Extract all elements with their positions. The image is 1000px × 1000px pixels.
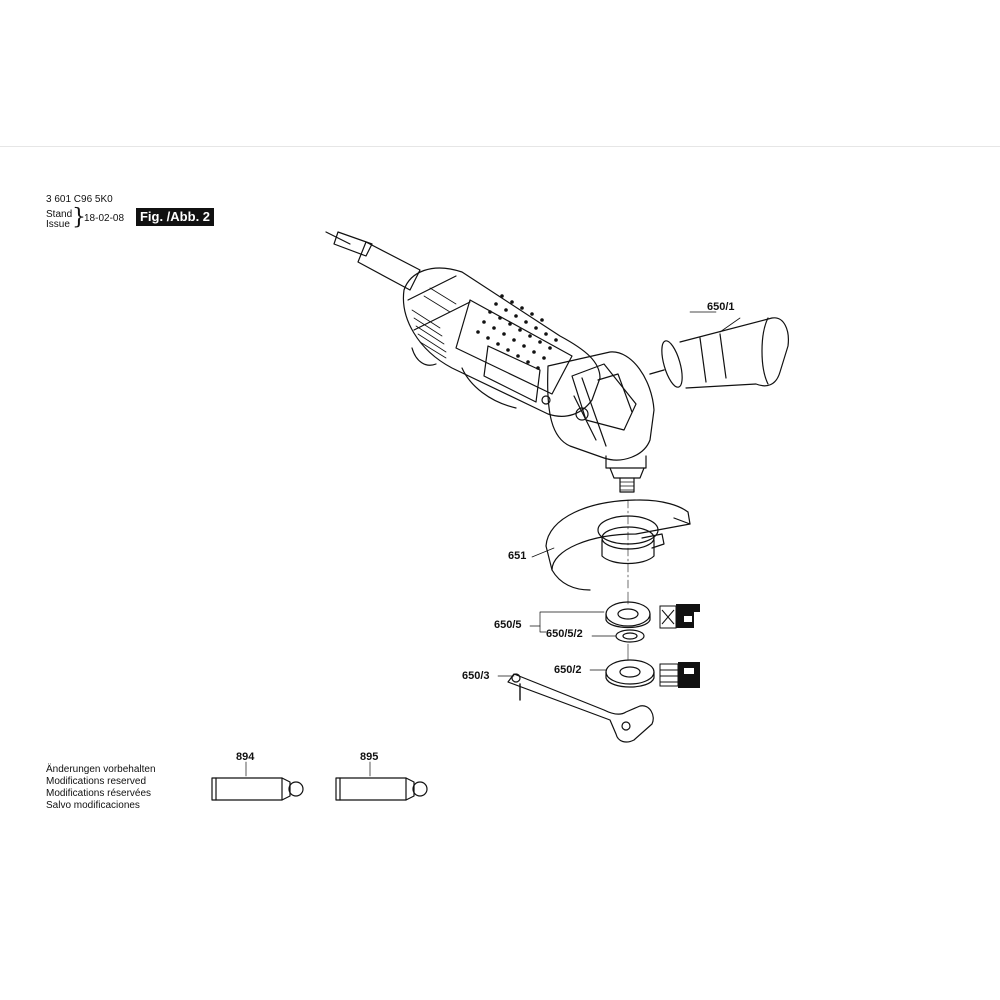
tool-symbol-icon xyxy=(659,662,700,688)
two-pin-spanner-icon xyxy=(507,673,654,743)
callout-650-2: 650/2 xyxy=(554,664,582,676)
top-separator xyxy=(0,146,1000,147)
clamping-nut-icon xyxy=(605,659,655,688)
issue-label: Issue xyxy=(46,219,70,230)
callout-650-1: 650/1 xyxy=(707,301,735,313)
grease-tube-icon xyxy=(211,761,304,801)
notice-line-en: Modifications reserved xyxy=(46,776,147,787)
wheel-guard-icon xyxy=(545,499,691,591)
callout-894: 894 xyxy=(236,751,255,763)
callout-650-5: 650/5 xyxy=(494,619,522,631)
part-number: 3 601 C96 5K0 xyxy=(46,194,113,205)
side-handle-icon xyxy=(649,317,789,389)
modifications-notice: Änderungen vorbehalten Modifications res… xyxy=(46,764,156,812)
tool-symbol-icon xyxy=(659,604,700,629)
callout-895: 895 xyxy=(360,751,379,763)
notice-line-es: Salvo modificaciones xyxy=(46,800,140,811)
grease-tube-icon xyxy=(335,761,428,801)
callout-650-5-2: 650/5/2 xyxy=(546,628,583,640)
callout-650-3: 650/3 xyxy=(462,670,490,682)
figure-badge: Fig. /Abb. 2 xyxy=(136,208,214,226)
callout-651: 651 xyxy=(508,550,527,562)
angle-grinder-icon xyxy=(325,231,655,493)
notice-line-fr: Modifications réservées xyxy=(46,788,152,799)
issue-date: 18-02-08 xyxy=(84,213,125,224)
notice-line-de: Änderungen vorbehalten xyxy=(46,764,156,775)
stand-label: Stand xyxy=(46,209,73,220)
mounting-flange-icon xyxy=(605,591,651,661)
header-brace: } xyxy=(72,205,86,230)
